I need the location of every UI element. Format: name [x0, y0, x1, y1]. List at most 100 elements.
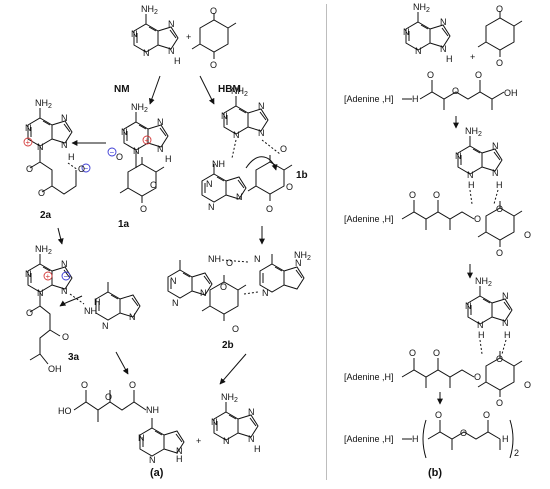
arrow-2a-3a [57, 227, 64, 245]
svg-text:H: H [176, 454, 183, 464]
panel-b-label: (b) [428, 467, 442, 479]
svg-text:N: N [492, 141, 499, 151]
svg-text:NH: NH [212, 159, 225, 169]
plus-sign-product: + [196, 436, 201, 446]
svg-text:+: + [145, 136, 150, 145]
svg-text:O: O [150, 180, 157, 190]
chain-step-1: [Adenine ,H] H O O O OH [344, 70, 518, 110]
adenine-reactant-a: NH 2 N N N N H [131, 4, 181, 66]
svg-text:O: O [78, 164, 85, 174]
svg-text:OH: OH [48, 364, 62, 374]
svg-text:N: N [25, 269, 32, 279]
svg-text:O: O [496, 58, 503, 68]
svg-text:N: N [233, 130, 240, 140]
svg-text:N: N [440, 44, 447, 54]
svg-text:N: N [465, 301, 472, 311]
svg-text:N: N [176, 446, 183, 456]
svg-text:O: O [116, 152, 123, 162]
svg-text:O: O [26, 164, 33, 174]
svg-text:N: N [208, 202, 215, 212]
intermediate-2b: NH 2 N N N N N N NH O O O 2b [167, 250, 311, 351]
panel-a: NH 2 N N N N H + O O NM HBM NH 2 N N N N… [23, 4, 311, 479]
svg-text:H: H [468, 180, 475, 190]
svg-text:H: H [412, 434, 419, 444]
svg-text:2: 2 [488, 281, 492, 288]
svg-text:O: O [496, 248, 503, 258]
svg-text:O: O [266, 204, 273, 214]
svg-text:N: N [211, 417, 218, 427]
svg-text:O: O [460, 428, 467, 438]
svg-text:H: H [94, 297, 101, 307]
svg-text:NH: NH [221, 392, 234, 402]
svg-text:N: N [403, 27, 410, 37]
svg-text:O: O [62, 332, 69, 342]
svg-text:N: N [236, 192, 243, 202]
svg-text:O: O [409, 348, 416, 358]
adenine-reactant-b: NH 2 N N N N H [403, 2, 453, 64]
svg-text:N: N [258, 101, 265, 111]
svg-text:O: O [210, 6, 217, 16]
svg-text:O: O [496, 354, 503, 364]
svg-text:O: O [475, 70, 482, 80]
svg-text:[Adenine ,H]: [Adenine ,H] [344, 372, 394, 382]
svg-text:O: O [524, 380, 531, 390]
adenine-product-a: NH 2 N N N N H [211, 392, 261, 454]
svg-text:O: O [452, 86, 459, 96]
svg-text:N: N [262, 288, 269, 298]
svg-text:N: N [248, 434, 255, 444]
svg-text:NH: NH [141, 4, 154, 14]
svg-text:O: O [435, 410, 442, 420]
polymer-product-b: [Adenine ,H] H O O O H 2 [344, 410, 519, 459]
svg-text:H: H [504, 330, 511, 340]
svg-text:O: O [524, 230, 531, 240]
svg-text:−: − [110, 148, 115, 157]
svg-text:OH: OH [504, 88, 518, 98]
svg-text:N: N [295, 258, 302, 268]
svg-text:N: N [121, 127, 128, 137]
intermediate-2a: NH 2 N N N N H + − O O O 2a [23, 98, 91, 221]
intermediate-1a: NH 2 N N N N H + − O O O 1a [107, 102, 172, 230]
svg-text:O: O [474, 372, 481, 382]
svg-text:N: N [455, 151, 462, 161]
svg-text:NH: NH [413, 2, 426, 12]
svg-text:2: 2 [48, 249, 52, 256]
svg-text:H: H [412, 94, 419, 104]
svg-text:H: H [502, 434, 509, 444]
svg-text:N: N [61, 259, 68, 269]
arrow-3a-product [115, 351, 129, 375]
svg-text:O: O [474, 214, 481, 224]
svg-text:[Adenine ,H]: [Adenine ,H] [344, 434, 394, 444]
svg-text:N: N [502, 291, 509, 301]
svg-text:NH: NH [35, 244, 48, 254]
label-nm: NM [114, 84, 130, 95]
svg-text:N: N [221, 111, 228, 121]
svg-text:N: N [170, 276, 177, 286]
svg-text:O: O [483, 410, 490, 420]
svg-text:N: N [477, 320, 484, 330]
svg-text:O: O [496, 204, 503, 214]
svg-text:N: N [138, 433, 145, 443]
arrow-hbm [199, 75, 215, 105]
svg-text:N: N [248, 407, 255, 417]
arrow-2b-product [219, 353, 247, 385]
panel-b: NH 2 N N N N H + O O [Adenine ,H] H O O … [344, 2, 531, 479]
svg-text:2: 2 [244, 91, 248, 98]
intermediate-1b: NH 2 N N N N N N N NH O O O 1b [201, 86, 308, 214]
svg-text:N: N [61, 113, 68, 123]
chain-step-3: NH 2 N N N N H H [Adenine ,H] O O O O O … [344, 276, 531, 408]
svg-text:N: N [223, 436, 230, 446]
svg-text:NH: NH [231, 86, 244, 96]
svg-text:O: O [496, 4, 503, 14]
svg-text:NH: NH [35, 98, 48, 108]
svg-text:H: H [478, 330, 485, 340]
lactide-reactant-b: O O [477, 4, 523, 68]
svg-text:O: O [496, 398, 503, 408]
svg-text:N: N [149, 455, 156, 465]
svg-text:2: 2 [144, 107, 148, 114]
arrow-nm [148, 75, 161, 105]
svg-text:NH: NH [294, 250, 307, 260]
svg-text:NH: NH [475, 276, 488, 286]
svg-text:N: N [258, 128, 265, 138]
